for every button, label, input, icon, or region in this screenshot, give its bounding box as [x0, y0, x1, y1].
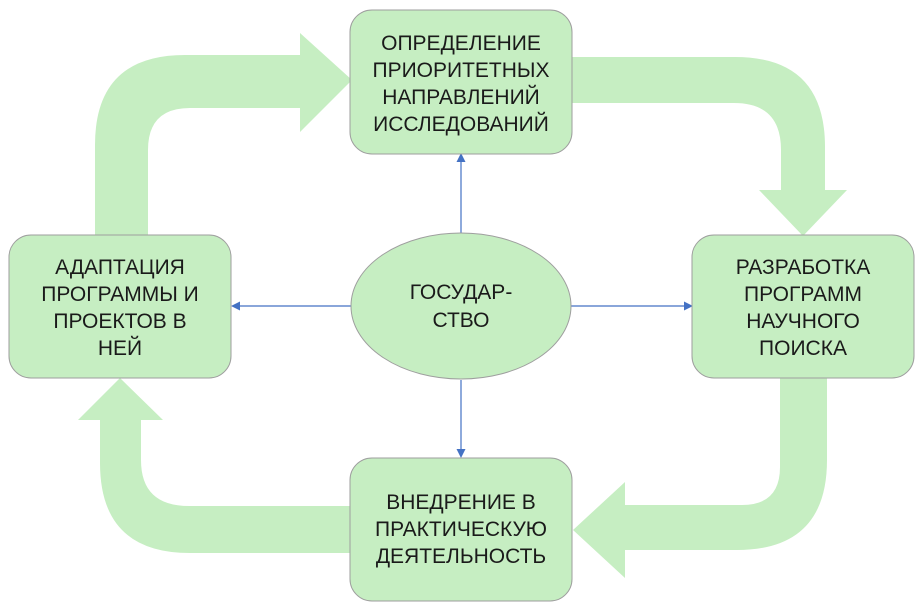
node-left-line-4: НЕЙ: [98, 336, 142, 360]
cycle-arrow-right-to-bottom: [573, 376, 827, 578]
node-left-line-1: АДАПТАЦИЯ: [55, 256, 185, 279]
node-bottom-line-2: ПРАКТИЧЕСКУЮ: [375, 518, 547, 541]
node-right-line-3: НАУЧНОГО: [746, 310, 860, 333]
node-bottom-line-1: ВНЕДРЕНИЕ В: [386, 491, 536, 514]
node-top-line-2: ПРИОРИТЕТНЫХ: [372, 59, 549, 82]
node-top-line-3: НАПРАВЛЕНИЙ: [382, 85, 540, 109]
cycle-arrows: [78, 33, 847, 578]
link-arrowhead-left: [231, 301, 240, 311]
node-left-line-3: ПРОЕКТОВ В: [53, 310, 186, 333]
node-top: ОПРЕДЕЛЕНИЕ ПРИОРИТЕТНЫХ НАПРАВЛЕНИЙ ИСС…: [349, 9, 573, 155]
center-line-1: ГОСУДАР-: [410, 281, 513, 304]
node-bottom: ВНЕДРЕНИЕ В ПРАКТИЧЕСКУЮ ДЕЯТЕЛЬНОСТЬ: [349, 457, 573, 602]
node-left: АДАПТАЦИЯ ПРОГРАММЫ И ПРОЕКТОВ В НЕЙ: [8, 234, 232, 379]
link-arrowhead-right: [684, 301, 693, 311]
node-top-line-1: ОПРЕДЕЛЕНИЕ: [381, 32, 541, 55]
node-center: ГОСУДАР- СТВО: [350, 232, 572, 380]
center-links: [231, 153, 693, 458]
node-right-line-1: РАЗРАБОТКА: [736, 256, 871, 279]
link-arrowhead-top: [456, 153, 466, 162]
cycle-arrow-top-to-right: [570, 57, 847, 236]
cycle-arrow-bottom-to-left: [78, 378, 352, 553]
node-bottom-line-3: ДЕЯТЕЛЬНОСТЬ: [376, 545, 546, 568]
node-top-line-4: ИССЛЕДОВАНИЙ: [373, 112, 549, 136]
cycle-arrow-left-to-top: [95, 33, 352, 238]
link-arrowhead-bottom: [456, 449, 466, 458]
node-right: РАЗРАБОТКА ПРОГРАММ НАУЧНОГО ПОИСКА: [691, 234, 915, 379]
node-right-line-2: ПРОГРАММ: [744, 283, 862, 306]
node-left-line-2: ПРОГРАММЫ И: [41, 283, 198, 306]
node-right-line-4: ПОИСКА: [759, 337, 847, 360]
center-line-2: СТВО: [433, 309, 490, 332]
